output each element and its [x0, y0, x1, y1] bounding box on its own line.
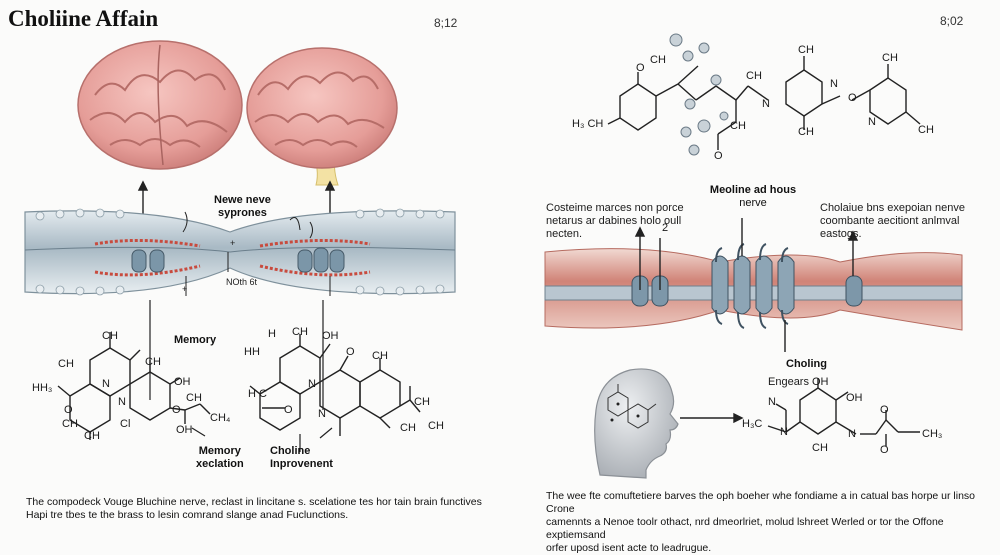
mol2-atom: CH: [428, 420, 444, 433]
top-mol-atom: CH: [882, 52, 898, 65]
top-mol-atom: CH: [650, 54, 666, 67]
mol2-atom: HH: [244, 346, 260, 359]
memory-label: Memory: [174, 334, 216, 347]
choline-nerve-label: Meoline ad hous nerve: [708, 184, 798, 210]
bottom-mol-atom: CH: [812, 442, 828, 455]
memory-retention-label: Memory xeclation: [196, 445, 244, 471]
nerve-synapse-label: Newe neve syprones: [214, 194, 271, 220]
brain-right-icon: [247, 48, 397, 185]
mol1-atom: N: [102, 378, 110, 391]
mol1-atom: CH: [102, 330, 118, 343]
top-mol-atom: CH: [798, 44, 814, 57]
bottom-mol-atom: OH: [812, 376, 829, 389]
top-mol-atom: N: [762, 98, 770, 111]
mol2-atom: CH: [292, 326, 308, 339]
bottom-mol-atom: OH: [846, 392, 863, 405]
top-mol-atom: CH: [746, 70, 762, 83]
mol1-atom: CH: [145, 356, 161, 369]
left-caption: The compodeck Vouge Bluchine nerve, recl…: [26, 496, 486, 522]
bottom-mol-atom: N: [768, 396, 776, 409]
mol1-atom: N: [118, 396, 126, 409]
engears-label: Engears: [768, 376, 809, 389]
top-mol-atom: O: [636, 62, 645, 75]
mol2-atom: O: [346, 346, 355, 359]
brain-left-icon: [78, 41, 242, 169]
choline-label: Choling: [786, 358, 827, 371]
mol1-atom: OH: [174, 376, 191, 389]
nerve-tissue-right: [545, 244, 962, 330]
bottom-mol-atom: O: [880, 444, 889, 457]
choline-improvement-label: Choline Inprovenent: [270, 445, 333, 471]
mol2-atom: CH: [400, 422, 416, 435]
nerve-description-right: Cholaiue bns exepoian nenve coombante ae…: [820, 202, 965, 241]
svg-text:+: +: [182, 284, 187, 294]
bottom-mol-atom: N: [780, 426, 788, 439]
mol1-atom: Cl: [120, 418, 130, 431]
top-mol-atom: H₃ CH: [572, 118, 603, 131]
svg-text:+: +: [230, 238, 235, 248]
mol1-atom: CH: [84, 430, 100, 443]
mol1-atom: CH: [186, 392, 202, 405]
mol2-atom: CH: [414, 396, 430, 409]
top-mol-atom: CH: [918, 124, 934, 137]
top-mol-atom: O: [848, 92, 857, 105]
mol2-atom: O: [284, 404, 293, 417]
bottom-mol-atom: N: [848, 428, 856, 441]
right-caption: The wee fte comuftetiere barves the oph …: [546, 490, 986, 555]
nerve-small-label: NOth 6t: [226, 276, 257, 289]
left-panel-illustration: + +: [0, 0, 500, 545]
mol2-atom: OH: [322, 330, 339, 343]
mol1-atom: CH: [58, 358, 74, 371]
mol2-atom: N: [318, 408, 326, 421]
molecule-left-2: [250, 334, 420, 436]
top-mol-atom: CH: [730, 120, 746, 133]
top-mol-atom: N: [868, 116, 876, 129]
mol1-atom: OH: [176, 424, 193, 437]
human-head-icon: [595, 369, 678, 478]
top-mol-atom: CH: [798, 126, 814, 139]
mol2-atom: H C: [248, 388, 267, 401]
mol1-atom: O: [172, 404, 181, 417]
mol1-atom: CH: [62, 418, 78, 431]
mol2-atom: N: [308, 378, 316, 391]
top-mol-atom: O: [714, 150, 723, 163]
bottom-mol-atom: H₃C: [742, 418, 762, 431]
mol2-atom: CH: [372, 350, 388, 363]
mol1-atom: HH₃: [32, 382, 52, 395]
mol1-atom: CH₄: [210, 412, 230, 425]
mol2-atom: H: [268, 328, 276, 341]
bottom-mol-atom: CH₃: [922, 428, 942, 441]
top-mol-atom: N: [830, 78, 838, 91]
bottom-mol-atom: O: [880, 404, 889, 417]
number-label: 2: [662, 222, 668, 235]
mol1-atom: O: [64, 404, 73, 417]
